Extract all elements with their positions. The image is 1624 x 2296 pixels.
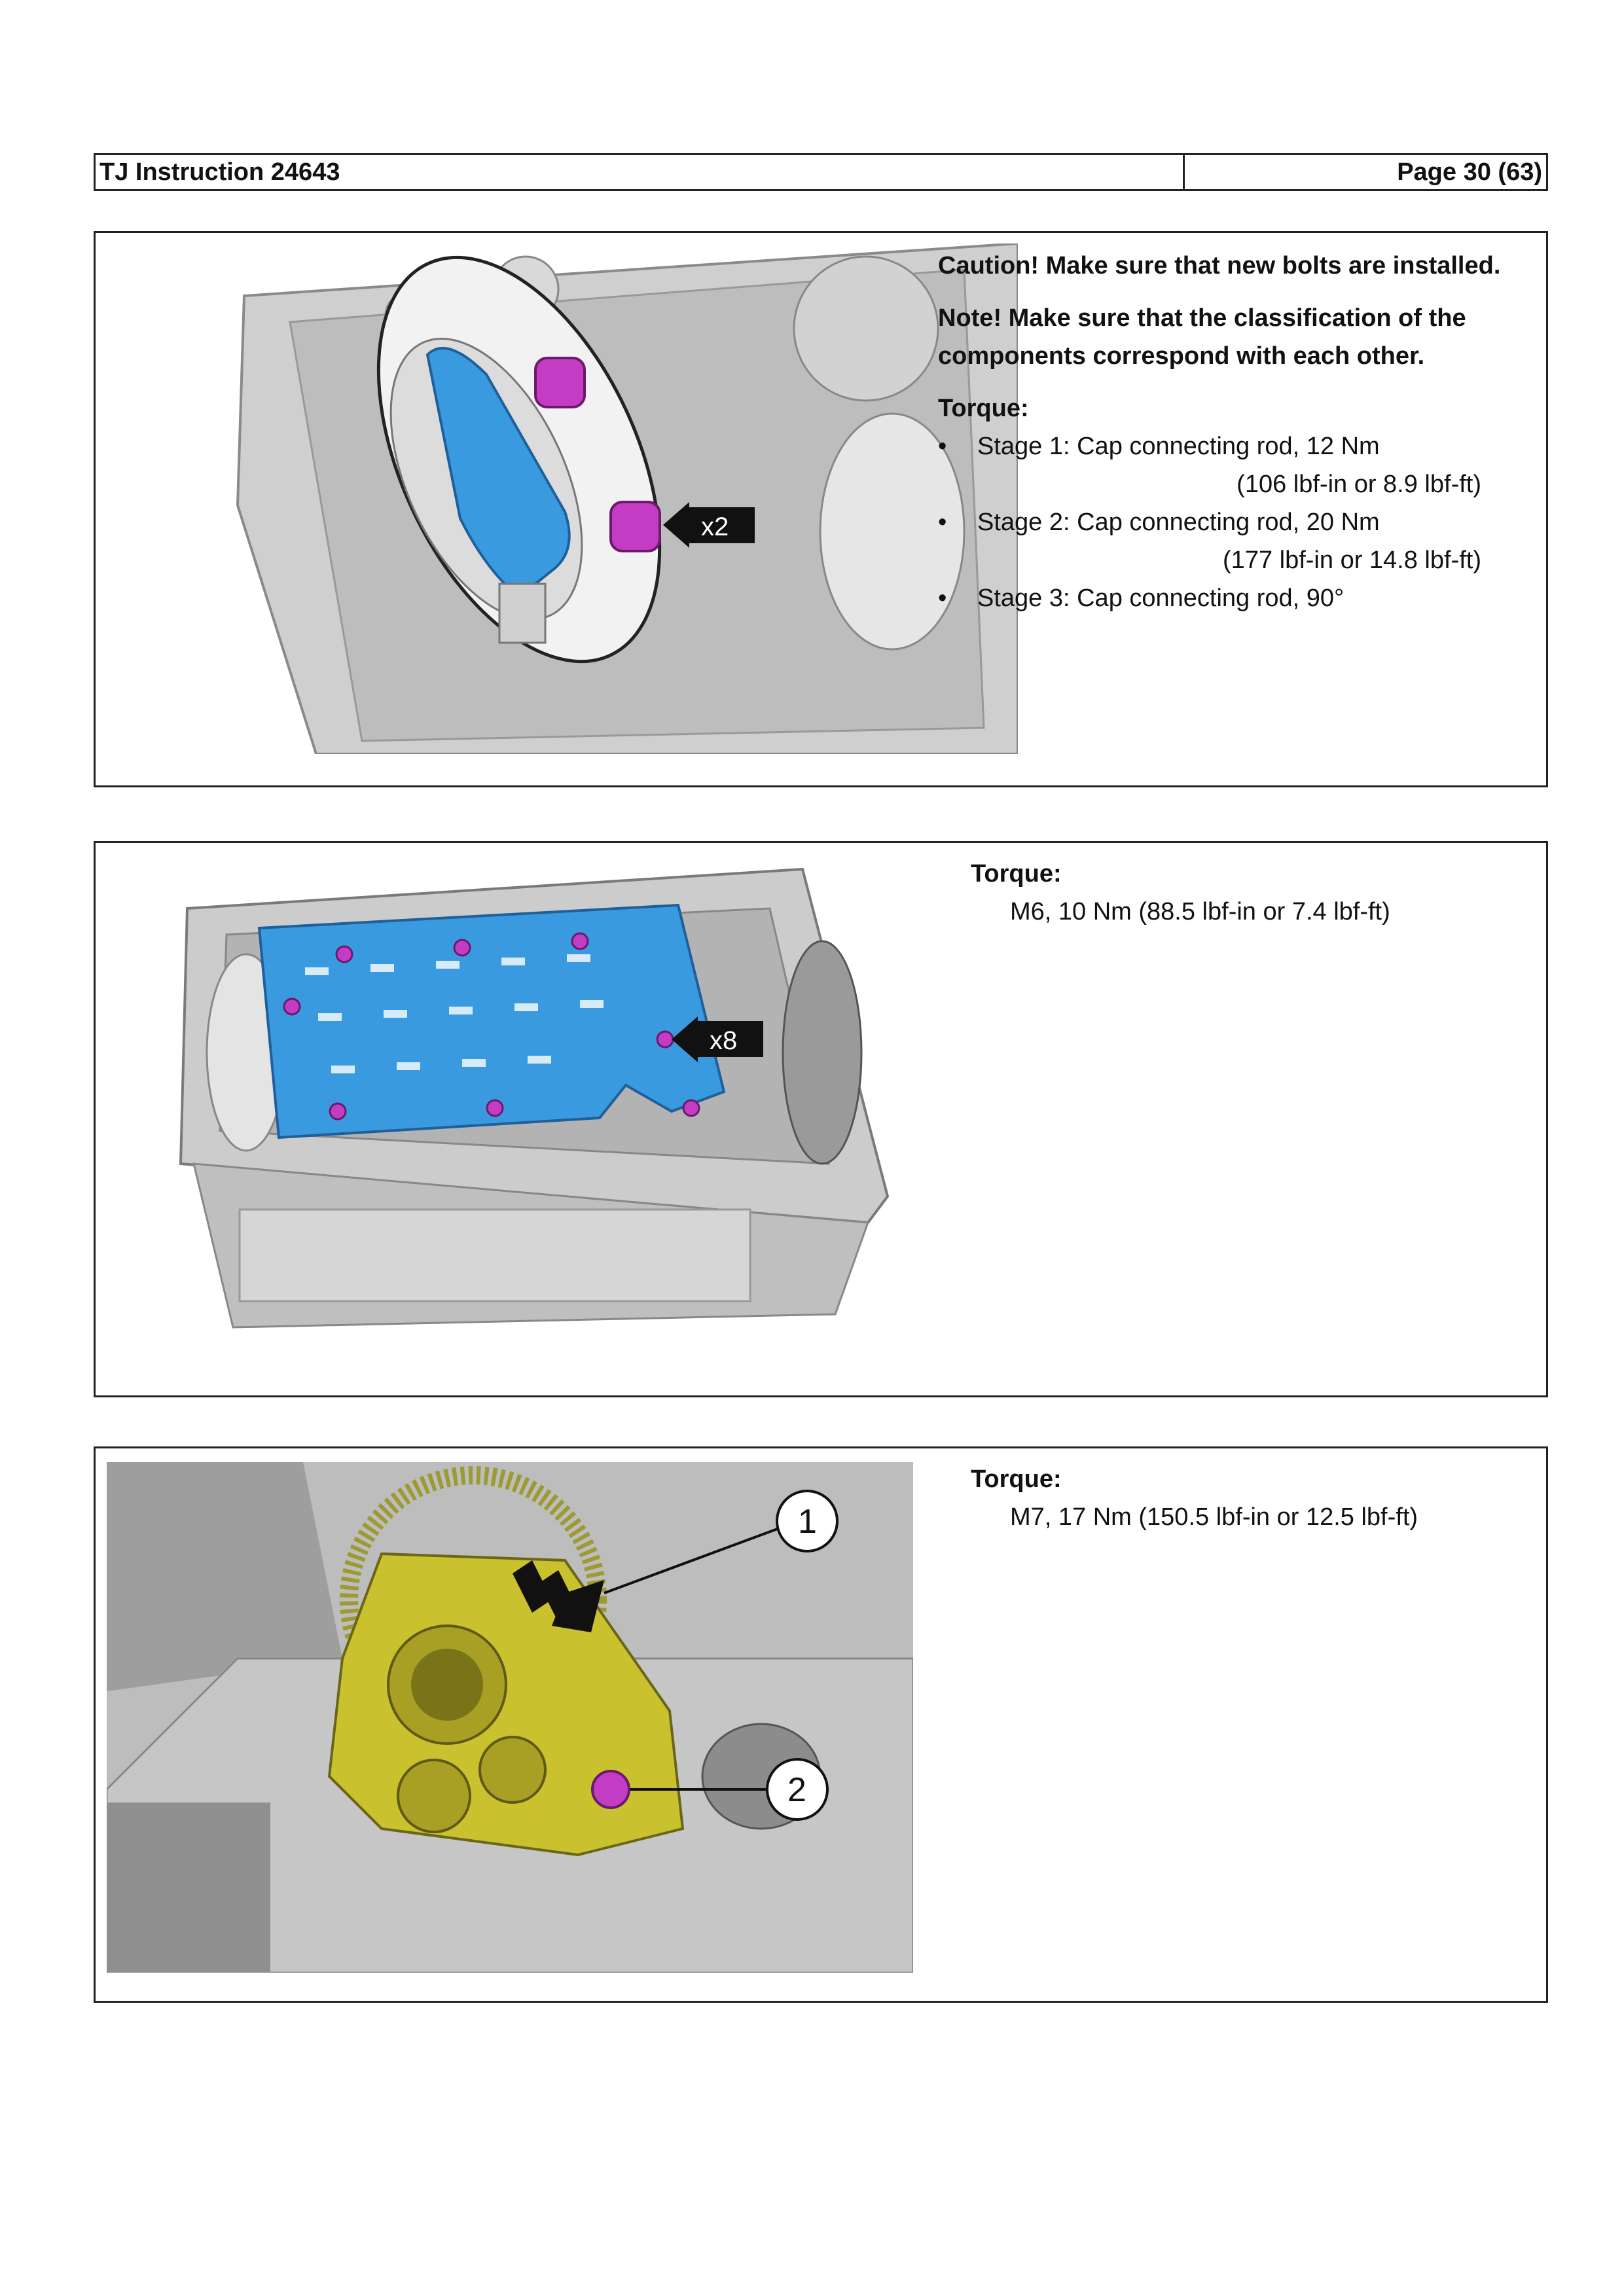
caution-text: Caution! Make sure that new bolts are in… [938, 252, 1501, 279]
bearing-frame-figure: x8 [148, 856, 901, 1347]
callout-x8: x8 [710, 1026, 737, 1055]
oil-pump-figure: 1 2 [107, 1462, 913, 1973]
torque-stages: • Stage 1: Cap connecting rod, 12 Nm (10… [938, 427, 1527, 617]
stage-conversion: (177 lbf-in or 14.8 lbf-ft) [1223, 547, 1481, 574]
bullet-icon: • [938, 509, 947, 536]
stage-text: Stage 3: Cap connecting rod, 90° [977, 584, 1344, 612]
callout-x2: x2 [701, 512, 729, 541]
note-text: Note! Make sure that the classification … [938, 304, 1466, 370]
instruction-id: TJ Instruction 24643 [96, 155, 1185, 189]
stage-text: Stage 2: Cap connecting rod, 20 Nm [977, 509, 1380, 536]
stage-item: • Stage 2: Cap connecting rod, 20 Nm (17… [938, 503, 1527, 579]
stage-conversion: (106 lbf-in or 8.9 lbf-ft) [1236, 471, 1481, 498]
torque-value: M7, 17 Nm (150.5 lbf-in or 12.5 lbf-ft) [1010, 1503, 1418, 1531]
panel-2-text: Torque: M6, 10 Nm (88.5 lbf-in or 7.4 lb… [971, 855, 1534, 931]
connecting-rod-figure: x2 [211, 243, 1018, 754]
stage-item: • Stage 1: Cap connecting rod, 12 Nm (10… [938, 427, 1527, 503]
torque-heading: Torque: [971, 860, 1062, 888]
torque-heading: Torque: [971, 1465, 1062, 1493]
bullet-icon: • [938, 584, 947, 612]
page-number: Page 30 (63) [1397, 158, 1542, 186]
panel-connecting-rod: x2 Caution! Make sure that new bolts are… [94, 231, 1548, 787]
panel-bearing-frame: x8 Torque: M6, 10 Nm (88.5 lbf-in or 7.4… [94, 841, 1548, 1397]
bullet-icon: • [938, 433, 947, 460]
callout-1: 1 [798, 1503, 817, 1541]
panel-1-text: Caution! Make sure that new bolts are in… [938, 247, 1527, 617]
panel-oil-pump: 1 2 Torque: M7, 17 Nm (150.5 lbf-in or 1… [94, 1446, 1548, 2003]
stage-item: • Stage 3: Cap connecting rod, 90° [938, 579, 1527, 617]
callout-2: 2 [787, 1771, 806, 1809]
document-header: TJ Instruction 24643 Page 30 (63) [94, 153, 1548, 191]
stage-text: Stage 1: Cap connecting rod, 12 Nm [977, 433, 1380, 460]
torque-heading: Torque: [938, 395, 1029, 422]
torque-value: M6, 10 Nm (88.5 lbf-in or 7.4 lbf-ft) [1010, 898, 1390, 925]
panel-3-text: Torque: M7, 17 Nm (150.5 lbf-in or 12.5 … [971, 1460, 1534, 1536]
